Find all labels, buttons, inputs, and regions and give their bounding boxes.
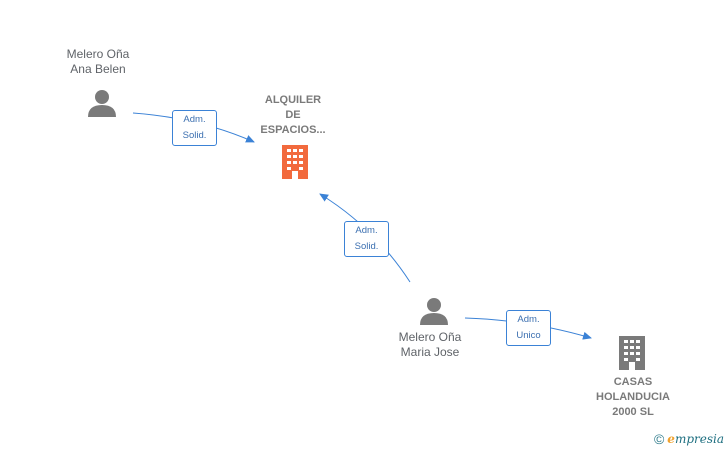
empresia-watermark: © empresia — [654, 432, 724, 446]
person-icon[interactable] — [87, 88, 117, 118]
relation-label-adm-solid-1: Adm. Solid. — [172, 110, 217, 146]
company-name-alquiler[interactable]: ALQUILER DE ESPACIOS... — [260, 94, 326, 136]
person-name-maria-jose[interactable]: Melero Oña Maria Jose — [398, 330, 462, 359]
copyright-symbol: © — [653, 431, 665, 447]
person-icon[interactable] — [419, 296, 449, 326]
relation-label-adm-unico: Adm. Unico — [506, 310, 551, 346]
person-name-ana-belen[interactable]: Melero Oña Ana Belen — [66, 47, 130, 76]
building-icon[interactable] — [280, 144, 310, 180]
relation-label-adm-solid-2: Adm. Solid. — [344, 221, 389, 257]
empresia-logo: empresia — [667, 432, 724, 446]
building-icon[interactable] — [617, 335, 647, 371]
company-name-casas-holanducia[interactable]: CASAS HOLANDUCIA 2000 SL — [596, 376, 670, 418]
